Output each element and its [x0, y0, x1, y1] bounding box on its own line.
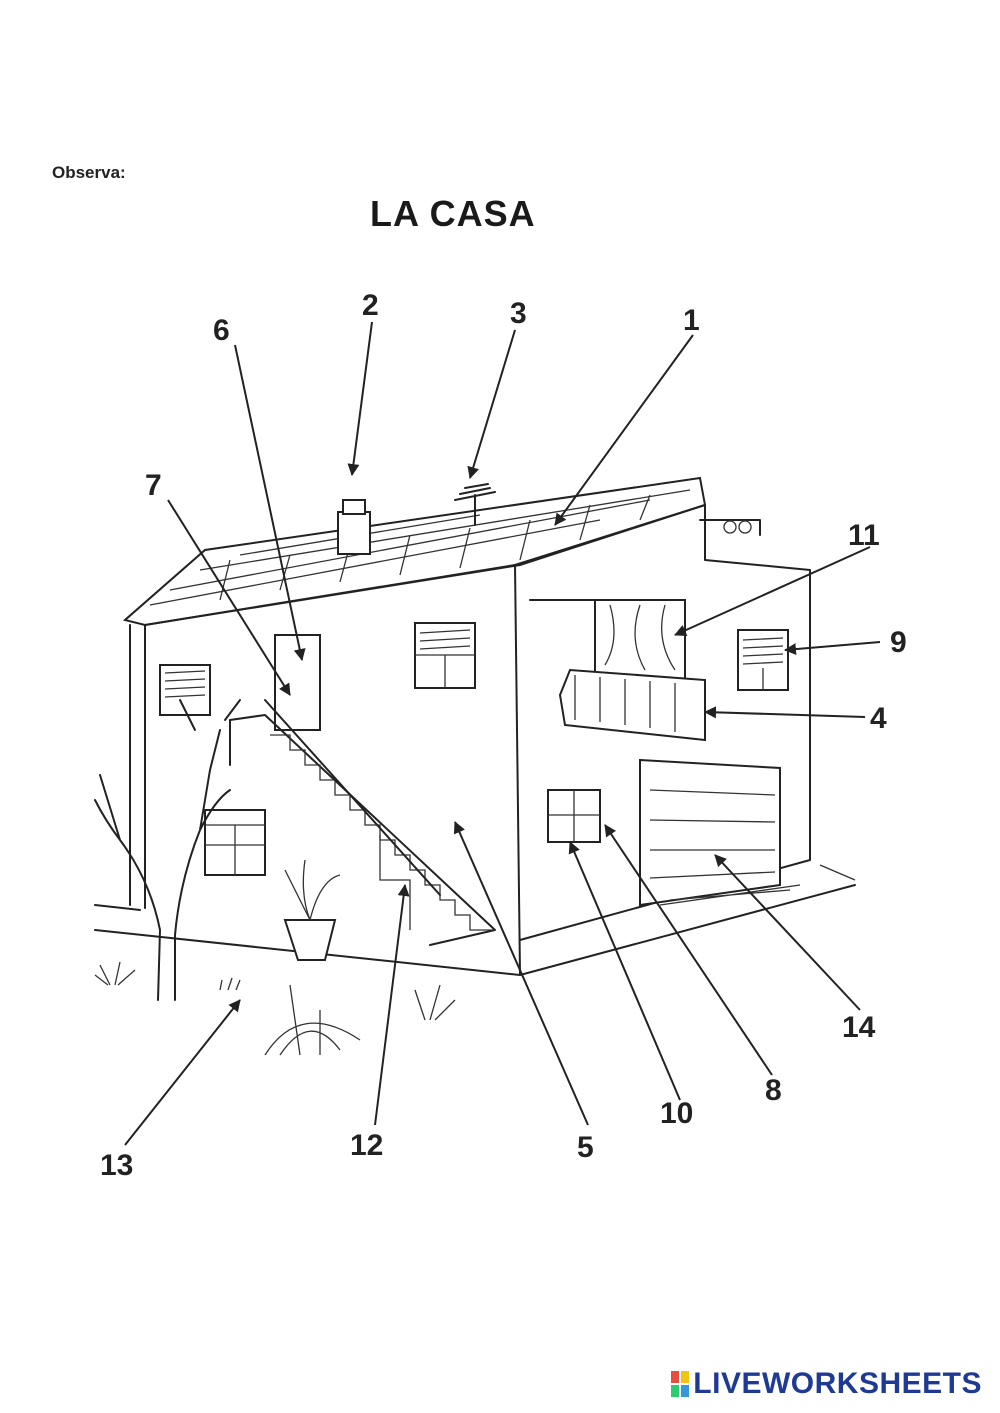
label-6: 6 [213, 314, 230, 347]
balcony-window [594, 599, 686, 681]
lower-left-window [204, 809, 266, 876]
left-window [159, 664, 211, 716]
label-numbers: 1 2 3 4 5 6 7 8 9 10 11 12 13 14 [100, 289, 907, 1182]
brand-name: LIVEWORKSHEETS [693, 1367, 982, 1400]
lower-window [547, 789, 601, 843]
instruction-text: Observa: [52, 163, 126, 182]
antenna [454, 483, 496, 526]
label-14: 14 [842, 1011, 876, 1044]
label-3: 3 [510, 297, 527, 330]
stairs [229, 699, 496, 946]
front-wall [129, 564, 521, 976]
garage-door [639, 758, 801, 907]
label-1: 1 [683, 304, 700, 337]
label-10: 10 [660, 1097, 693, 1130]
label-5: 5 [577, 1131, 594, 1164]
label-7: 7 [145, 469, 162, 502]
brand-footer: LIVEWORKSHEETS [671, 1367, 982, 1401]
label-9: 9 [890, 626, 907, 659]
label-2: 2 [362, 289, 379, 322]
label-11: 11 [848, 519, 880, 552]
label-12: 12 [350, 1129, 383, 1162]
plants [94, 961, 456, 1056]
label-13: 13 [100, 1149, 133, 1182]
label-4: 4 [870, 702, 887, 735]
chimney [337, 499, 371, 555]
page-title: LA CASA [370, 193, 536, 234]
potted-plant [283, 859, 341, 961]
label-arrows [124, 321, 881, 1146]
balcony [558, 668, 706, 742]
tree [94, 699, 241, 1001]
side-window [737, 629, 789, 691]
brand-logo-icon [671, 1371, 690, 1397]
label-8: 8 [765, 1074, 782, 1107]
upper-window [414, 622, 476, 689]
